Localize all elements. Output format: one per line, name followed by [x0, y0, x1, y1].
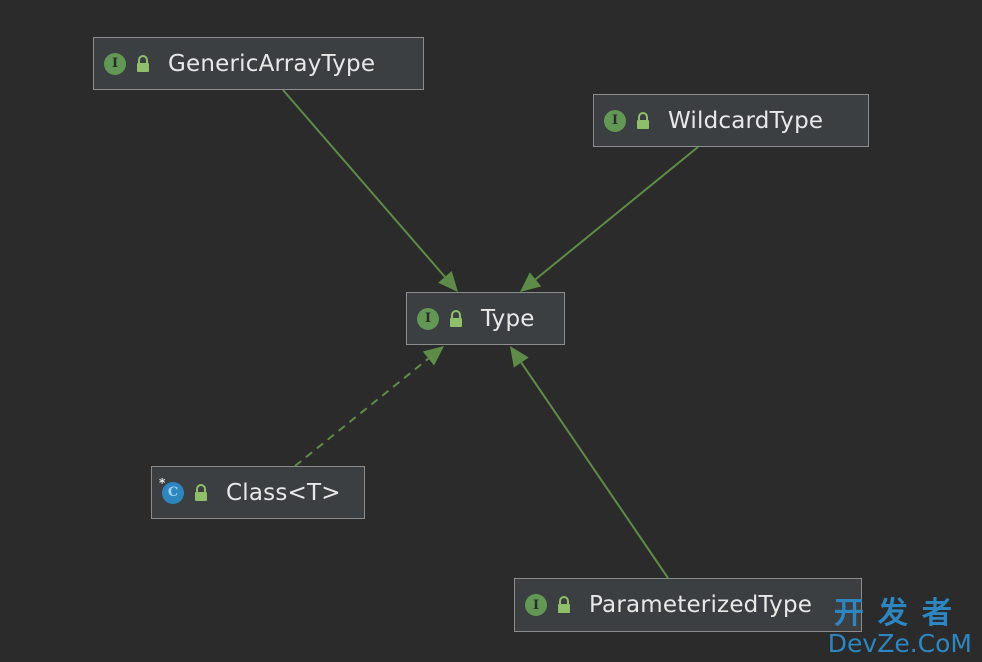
arrowhead-wildcard-to-type — [520, 272, 542, 292]
lock-icon — [450, 309, 462, 327]
edge-param-to-type — [520, 361, 669, 579]
watermark-top: 开发者 — [833, 596, 966, 631]
node-label: Type — [481, 305, 535, 332]
interface-icon: I — [417, 307, 439, 330]
node-label: Class<T> — [226, 479, 341, 506]
watermark: 开发者 DevZe.CoM — [827, 596, 972, 658]
lock-icon — [558, 596, 570, 613]
interface-icon: I — [104, 52, 126, 75]
node-generic-array-type[interactable]: I GenericArrayType — [93, 37, 424, 90]
edge-wildcard-to-type — [534, 146, 699, 281]
arrowhead-class-to-type — [422, 346, 444, 366]
node-label: GenericArrayType — [168, 50, 376, 77]
interface-icon: I — [525, 594, 547, 616]
class-icon: *C — [159, 476, 184, 504]
watermark-bottom: DevZe.CoM — [827, 629, 972, 658]
node-label: WildcardType — [668, 107, 824, 134]
lock-icon — [195, 483, 207, 501]
lock-icon — [137, 54, 149, 72]
node-label: ParameterizedType — [589, 592, 813, 618]
node-wildcard-type[interactable]: I WildcardType — [593, 94, 869, 147]
edge-generic-to-type — [282, 89, 446, 278]
interface-icon: I — [604, 109, 626, 132]
arrowhead-generic-to-type — [438, 270, 458, 292]
node-parameterized-type[interactable]: I ParameterizedType — [514, 578, 862, 632]
edge-class-to-type — [294, 357, 430, 467]
lock-icon — [637, 111, 649, 129]
node-type[interactable]: I Type — [406, 292, 565, 345]
edges-layer — [282, 89, 699, 579]
node-class[interactable]: *C Class<T> — [151, 466, 365, 519]
arrowhead-param-to-type — [510, 346, 529, 368]
